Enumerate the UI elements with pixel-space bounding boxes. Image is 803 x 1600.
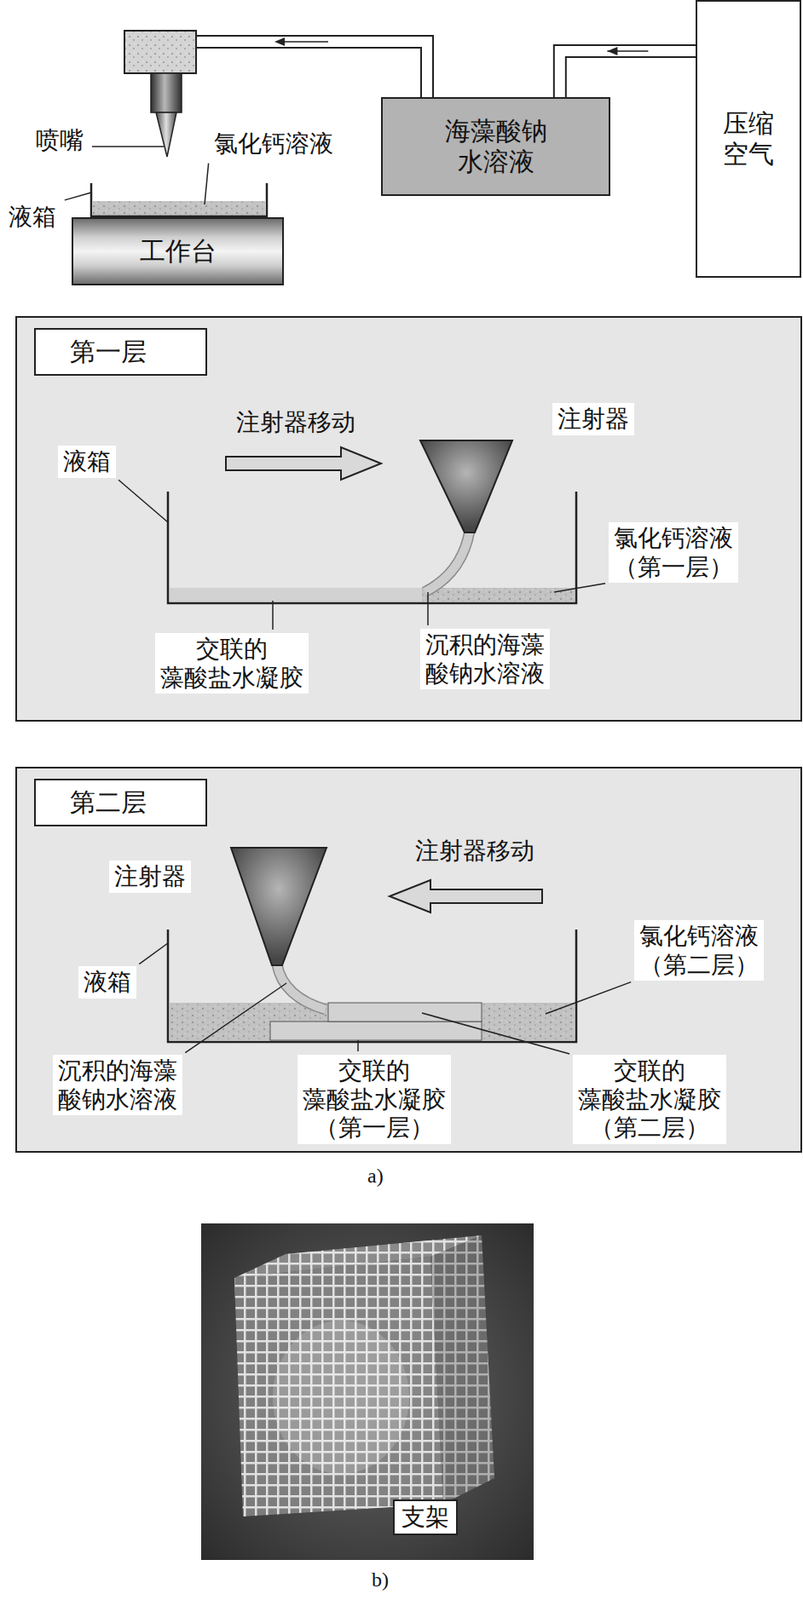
air-pipe bbox=[560, 46, 696, 98]
flow-arrow bbox=[283, 40, 329, 43]
deposit-stream bbox=[277, 964, 326, 1011]
hydrogel-layer bbox=[169, 588, 422, 602]
callout-label: 支架 bbox=[392, 1500, 458, 1537]
arrow-head bbox=[606, 46, 618, 56]
callout-label: 交联的 藻酸盐水凝胶 （第一层） bbox=[297, 1055, 451, 1145]
deposit-stream bbox=[424, 531, 470, 593]
feed-pipe bbox=[194, 41, 428, 98]
calcium-liquid bbox=[92, 201, 266, 216]
hydrogel-layer-1 bbox=[270, 1022, 482, 1041]
leader-line bbox=[204, 163, 209, 205]
scaffold-side bbox=[430, 1236, 495, 1505]
leader-line bbox=[421, 1013, 570, 1055]
photo-background bbox=[201, 1224, 534, 1561]
callout-label: 液箱 bbox=[57, 445, 116, 479]
callout-label: 氯化钙溶液 bbox=[208, 127, 339, 161]
leader-line bbox=[138, 943, 168, 965]
callout-label: 交联的 藻酸盐水凝胶 （第二层） bbox=[572, 1055, 727, 1145]
leader-line bbox=[357, 1040, 359, 1052]
move-arrow bbox=[389, 880, 543, 913]
liquid-tank bbox=[167, 491, 577, 604]
air-supply-box: 压缩 空气 bbox=[695, 0, 802, 278]
syringe bbox=[231, 848, 327, 966]
step-panel: 第二层注射器移动注射器液箱 氯化钙溶液 （第二层） 沉积的海藻 酸钠水溶液 交联的 藻… bbox=[15, 767, 803, 1154]
panel-heading: 第一层 bbox=[34, 328, 208, 376]
liquid-tank bbox=[91, 183, 267, 217]
syringe bbox=[420, 440, 513, 533]
leader-line bbox=[545, 982, 631, 1015]
leader-line bbox=[271, 600, 274, 630]
deposit-stream-core bbox=[424, 531, 470, 593]
leader-line bbox=[554, 583, 606, 593]
callout-label: 喷嘴 bbox=[30, 124, 89, 157]
flow-arrow-head bbox=[274, 37, 285, 47]
callout-label: 沉积的海藻 酸钠水溶液 bbox=[52, 1055, 183, 1116]
box-label: 工作台 bbox=[139, 236, 217, 267]
layer-illustration bbox=[17, 317, 803, 724]
step-panel: 第一层注射器移动 注射器液箱氯化钙溶液 （第一层） 交联的 藻酸盐水凝胶 沉积的海藻 … bbox=[15, 316, 803, 723]
liquid-tank bbox=[167, 930, 577, 1043]
nozzle-head bbox=[124, 30, 197, 74]
leader-line bbox=[118, 479, 168, 523]
callout-label: 交联的 藻酸盐水凝胶 bbox=[155, 633, 309, 694]
callout-label: 液箱 bbox=[78, 966, 137, 1000]
callout-label: 氯化钙溶液 （第一层） bbox=[608, 522, 739, 584]
leader-line bbox=[92, 145, 164, 148]
callout-label: 注射器 bbox=[552, 403, 635, 436]
scaffold-front-grid bbox=[234, 1257, 444, 1518]
scaffold-side-grid bbox=[430, 1236, 495, 1505]
box-label: 海藻酸钠 水溶液 bbox=[444, 115, 548, 178]
callout-label: 注射器移动 bbox=[231, 406, 361, 440]
deposit-stream-core bbox=[277, 964, 326, 1011]
box-label: 压缩 空气 bbox=[722, 108, 775, 170]
callout-label: 沉积的海藻 酸钠水溶液 bbox=[420, 629, 550, 690]
callout-label: 氯化钙溶液 （第二层） bbox=[634, 920, 764, 982]
leader-line bbox=[64, 192, 92, 201]
callout-label: 液箱 bbox=[3, 201, 62, 234]
pipe-bore bbox=[560, 51, 696, 98]
nozzle-needle bbox=[155, 112, 177, 157]
feed-pipe-inner bbox=[192, 41, 428, 99]
leader-line bbox=[427, 592, 429, 626]
panel-heading: 第二层 bbox=[34, 779, 208, 827]
scaffold-highlight bbox=[272, 1321, 410, 1475]
calcium-liquid bbox=[421, 588, 575, 602]
scaffold-front bbox=[234, 1257, 444, 1518]
figure-tag: b) bbox=[369, 1568, 391, 1594]
move-arrow bbox=[225, 447, 382, 480]
figure-tag: a) bbox=[365, 1164, 386, 1190]
callout-label: 注射器 bbox=[109, 860, 191, 894]
hydrogel-layer-2 bbox=[328, 1003, 482, 1023]
nozzle-body bbox=[150, 73, 182, 113]
solution-tank: 海藻酸钠 水溶液 bbox=[381, 97, 611, 197]
worktable: 工作台 bbox=[71, 217, 284, 286]
leader-line bbox=[184, 983, 287, 1054]
pipe-wall bbox=[560, 51, 696, 98]
callout-label: 注射器移动 bbox=[410, 835, 540, 868]
